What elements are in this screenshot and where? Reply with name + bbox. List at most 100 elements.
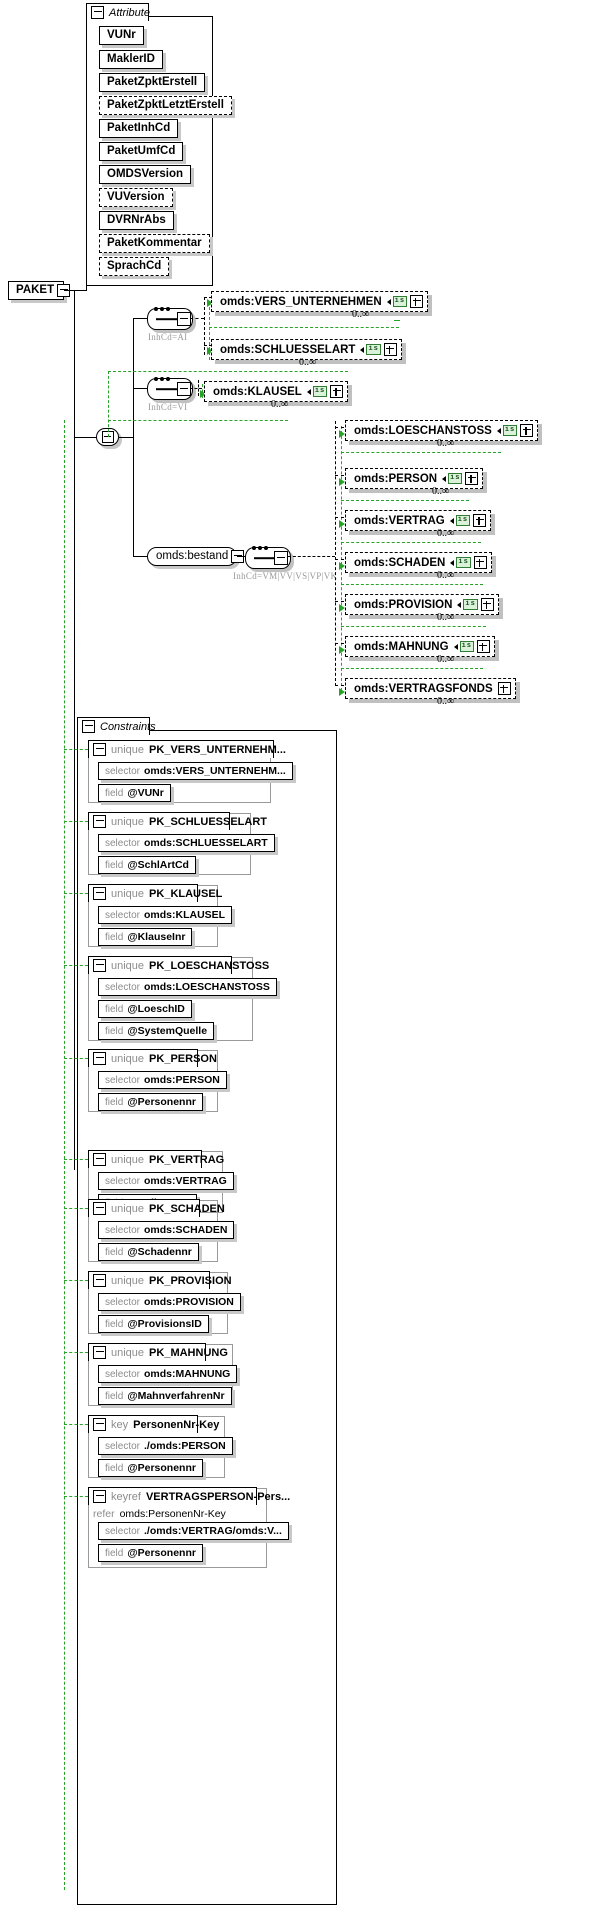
occurrence-PROVISION: 0..∞ bbox=[437, 612, 455, 623]
collapse-icon[interactable] bbox=[93, 743, 106, 756]
expand-icon[interactable] bbox=[465, 472, 479, 485]
constraint-field-6-0[interactable]: field @Schadennr bbox=[98, 1243, 199, 1261]
constraint-selector-1[interactable]: selector omds:SCHLUESSELART bbox=[98, 834, 275, 852]
constraint-header-4[interactable]: unique PK_PERSON bbox=[88, 1049, 217, 1067]
element-VERS_UNTERNEHMEN[interactable]: omds:VERS_UNTERNEHMEN is bbox=[211, 291, 429, 312]
branch-condition-AI: InhCd=AI bbox=[148, 332, 188, 342]
collapse-icon[interactable] bbox=[93, 1274, 106, 1287]
constraint-selector-3[interactable]: selector omds:LOESCHANSTOSS bbox=[98, 978, 277, 996]
collapse-icon[interactable] bbox=[93, 1346, 106, 1359]
field-value: @LoeschID bbox=[127, 1003, 185, 1015]
constraint-field-10-0[interactable]: field @Personennr bbox=[98, 1544, 203, 1562]
constraint-header-1[interactable]: unique PK_SCHLUESSELART bbox=[88, 812, 267, 830]
constraint-selector-9[interactable]: selector ./omds:PERSON bbox=[98, 1437, 233, 1455]
attribute-PaketZpktErstell[interactable]: PaketZpktErstell bbox=[99, 73, 206, 92]
constraint-field-1-0[interactable]: field @SchlArtCd bbox=[98, 856, 196, 874]
element-SCHADEN[interactable]: omds:SCHADEN is bbox=[345, 552, 492, 573]
constraint-header-3[interactable]: unique PK_LOESCHANSTOSS bbox=[88, 956, 269, 974]
constraint-field-7-0[interactable]: field @ProvisionsID bbox=[98, 1315, 209, 1333]
constraint-selector-5[interactable]: selector omds:VERTRAG bbox=[98, 1172, 234, 1190]
constraint-field-2-0[interactable]: field @KlauseInr bbox=[98, 928, 193, 946]
type-arrow-icon bbox=[457, 601, 462, 608]
constraint-field-4-0[interactable]: field @Personennr bbox=[98, 1093, 203, 1111]
collapse-icon[interactable] bbox=[177, 382, 191, 396]
attribute-PaketZpktLetztErstell[interactable]: PaketZpktLetztErstell bbox=[99, 96, 232, 115]
expand-icon[interactable] bbox=[383, 343, 397, 356]
expand-icon[interactable] bbox=[473, 556, 487, 569]
collapse-icon[interactable] bbox=[91, 6, 104, 19]
collapse-icon[interactable] bbox=[82, 720, 95, 733]
constraints-group-tab[interactable]: Constraints bbox=[77, 717, 156, 735]
constraint-field-9-0[interactable]: field @Personennr bbox=[98, 1459, 203, 1477]
root-element-PAKET[interactable]: PAKET bbox=[8, 281, 71, 300]
constraint-selector-8[interactable]: selector omds:MAHNUNG bbox=[98, 1365, 238, 1383]
connector bbox=[341, 668, 483, 669]
constraint-selector-0[interactable]: selector omds:VERS_UNTERNEHM... bbox=[98, 762, 293, 780]
attribute-group-tab[interactable]: Attribute bbox=[86, 3, 150, 21]
attribute-PaketInhCd[interactable]: PaketInhCd bbox=[99, 119, 179, 138]
constraint-field-8-0[interactable]: field @MahnverfahrenNr bbox=[98, 1387, 232, 1405]
constraint-header-7[interactable]: unique PK_PROVISION bbox=[88, 1271, 232, 1289]
element-VERTRAG[interactable]: omds:VERTRAG is bbox=[345, 510, 492, 531]
attribute-label: VUNr bbox=[107, 28, 136, 41]
collapse-icon[interactable] bbox=[101, 431, 114, 443]
constraint-header-0[interactable]: unique PK_VERS_UNTERNEHM... bbox=[88, 740, 286, 758]
constraint-field-0-0[interactable]: field @VUNr bbox=[98, 784, 171, 802]
collapse-icon[interactable] bbox=[93, 887, 106, 900]
collapse-icon[interactable] bbox=[93, 815, 106, 828]
constraint-selector-7[interactable]: selector omds:PROVISION bbox=[98, 1293, 241, 1311]
element-VERTRAGSFONDS[interactable]: omds:VERTRAGSFONDS bbox=[345, 678, 516, 699]
constraint-selector-6[interactable]: selector omds:SCHADEN bbox=[98, 1221, 235, 1239]
attribute-PaketKommentar[interactable]: PaketKommentar bbox=[99, 234, 210, 253]
connector bbox=[335, 421, 336, 686]
element-LOESCHANSTOSS[interactable]: omds:LOESCHANSTOSS is bbox=[345, 420, 539, 441]
collapse-icon[interactable] bbox=[274, 551, 288, 565]
constraint-header-2[interactable]: unique PK_KLAUSEL bbox=[88, 884, 222, 902]
constraint-field-3-0[interactable]: field @LoeschID bbox=[98, 1000, 192, 1018]
constraint-selector-10[interactable]: selector ./omds:VERTRAG/omds:V... bbox=[98, 1522, 289, 1540]
attribute-PaketUmfCd[interactable]: PaketUmfCd bbox=[99, 142, 184, 161]
attribute-VUVersion[interactable]: VUVersion bbox=[99, 188, 173, 207]
element-SCHLUESSELART[interactable]: omds:SCHLUESSELART is bbox=[211, 339, 402, 360]
attribute-label: DVRNrAbs bbox=[107, 213, 166, 226]
constraint-selector-4[interactable]: selector omds:PERSON bbox=[98, 1071, 227, 1089]
type-arrow-icon bbox=[360, 346, 365, 353]
selector-keyword: selector bbox=[105, 837, 141, 849]
constraint-header-9[interactable]: key PersonenNr-Key bbox=[88, 1415, 219, 1433]
collapse-icon[interactable] bbox=[93, 959, 106, 972]
connector bbox=[341, 500, 469, 501]
expand-icon[interactable] bbox=[330, 385, 344, 398]
collapse-icon[interactable] bbox=[93, 1418, 106, 1431]
element-KLAUSEL[interactable]: omds:KLAUSEL is bbox=[204, 381, 349, 402]
constraints-group-frame bbox=[77, 730, 337, 1905]
collapse-icon[interactable] bbox=[93, 1052, 106, 1065]
constraint-selector-2[interactable]: selector omds:KLAUSEL bbox=[98, 906, 233, 924]
identity-badge: is bbox=[448, 473, 463, 484]
attribute-DVRNrAbs[interactable]: DVRNrAbs bbox=[99, 211, 174, 230]
collapse-icon[interactable] bbox=[93, 1202, 106, 1215]
group-omds-bestand[interactable]: omds:bestand bbox=[147, 547, 245, 566]
element-PERSON[interactable]: omds:PERSON is bbox=[345, 468, 484, 489]
expand-icon[interactable] bbox=[480, 598, 494, 611]
element-MAHNUNG[interactable]: omds:MAHNUNG is bbox=[345, 636, 495, 657]
constraint-header-10[interactable]: keyref VERTRAGSPERSON-Pers... bbox=[88, 1487, 290, 1505]
attribute-VUNr[interactable]: VUNr bbox=[99, 26, 144, 45]
element-PROVISION[interactable]: omds:PROVISION is bbox=[345, 594, 499, 615]
attribute-SprachCd[interactable]: SprachCd bbox=[99, 257, 170, 276]
connector bbox=[64, 1159, 88, 1160]
expand-icon[interactable] bbox=[473, 514, 487, 527]
collapse-icon[interactable] bbox=[93, 1490, 106, 1503]
constraint-header-8[interactable]: unique PK_MAHNUNG bbox=[88, 1343, 228, 1361]
expand-icon[interactable] bbox=[497, 682, 511, 695]
collapse-icon[interactable] bbox=[93, 1153, 106, 1166]
constraint-field-3-1[interactable]: field @SystemQuelle bbox=[98, 1022, 215, 1040]
expand-icon[interactable] bbox=[476, 640, 490, 653]
attribute-MaklerID[interactable]: MaklerID bbox=[99, 50, 163, 69]
expand-icon[interactable] bbox=[520, 424, 534, 437]
collapse-icon[interactable] bbox=[177, 312, 191, 326]
constraint-header-5[interactable]: unique PK_VERTRAG bbox=[88, 1150, 224, 1168]
choice-compositor[interactable] bbox=[96, 428, 119, 446]
constraint-header-6[interactable]: unique PK_SCHADEN bbox=[88, 1199, 225, 1217]
attribute-OMDSVersion[interactable]: OMDSVersion bbox=[99, 165, 192, 184]
expand-icon[interactable] bbox=[410, 295, 424, 308]
